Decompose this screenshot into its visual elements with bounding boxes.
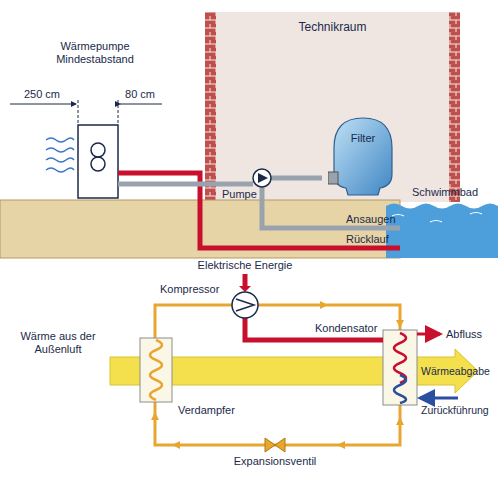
room-fill xyxy=(205,12,460,202)
filter-tank: Filter xyxy=(328,114,398,196)
part-name: Expansionsventil xyxy=(234,455,317,468)
node-title: Technikraum xyxy=(216,20,449,34)
filter-valve xyxy=(328,172,338,184)
tank-outline xyxy=(328,114,398,196)
evaporator-coil xyxy=(150,340,162,400)
suction-pipe xyxy=(262,187,400,228)
node-title: Filter xyxy=(328,132,398,145)
condenser xyxy=(383,330,417,405)
brick-wall xyxy=(205,12,216,202)
part-name: Pumpe xyxy=(222,188,257,201)
filter-pipe xyxy=(271,176,322,181)
inflow-arrow xyxy=(420,397,458,400)
compressor-symbol xyxy=(236,299,254,311)
compressor-symbol xyxy=(232,292,258,318)
heat-pump-unit xyxy=(78,125,118,198)
part-name: Kondensator xyxy=(315,322,377,335)
water-wave xyxy=(392,213,482,223)
dimension-guide xyxy=(78,100,79,124)
dimension-value: 80 cm xyxy=(125,88,155,101)
pool-water xyxy=(386,204,498,259)
dimension-line xyxy=(120,104,162,105)
pump-symbol xyxy=(253,169,271,187)
fan-symbol xyxy=(91,143,105,157)
part-name: Schwimmbad xyxy=(412,186,478,199)
pipe-name: Rücklauf xyxy=(346,233,389,246)
flow-label: Abfluss xyxy=(446,328,482,341)
condenser-coil xyxy=(394,375,406,403)
part-name: Verdampfer xyxy=(178,404,235,417)
brick-wall xyxy=(449,12,460,202)
pipe-name: Ansaugen xyxy=(346,213,396,226)
dimension-value: 250 cm xyxy=(24,88,60,101)
pump-pipe xyxy=(118,182,253,187)
room-box: TechnikraumFilter xyxy=(216,12,449,200)
dimension-line xyxy=(10,104,76,105)
part-name: Kompressor xyxy=(160,283,219,296)
evaporator xyxy=(140,338,172,402)
heat-output-label: Wärmeabgabe xyxy=(421,365,490,378)
heat-source-label: Wärme aus der Außenluft xyxy=(8,330,108,356)
air-flow xyxy=(46,138,74,172)
energy-label: Elektrische Energie xyxy=(198,259,293,272)
flow-label: Zurückführung xyxy=(421,404,489,417)
dimension-guide xyxy=(118,100,119,124)
tank-body xyxy=(334,118,392,195)
outflow-arrow xyxy=(417,333,440,336)
pump-symbol xyxy=(258,173,268,183)
expansion-valve xyxy=(265,438,285,452)
hot-gas-line xyxy=(245,318,383,340)
fan-symbol xyxy=(91,157,105,171)
distance-note: Wärmepumpe Mindestabstand xyxy=(47,40,143,66)
energy-arrow xyxy=(239,286,251,292)
